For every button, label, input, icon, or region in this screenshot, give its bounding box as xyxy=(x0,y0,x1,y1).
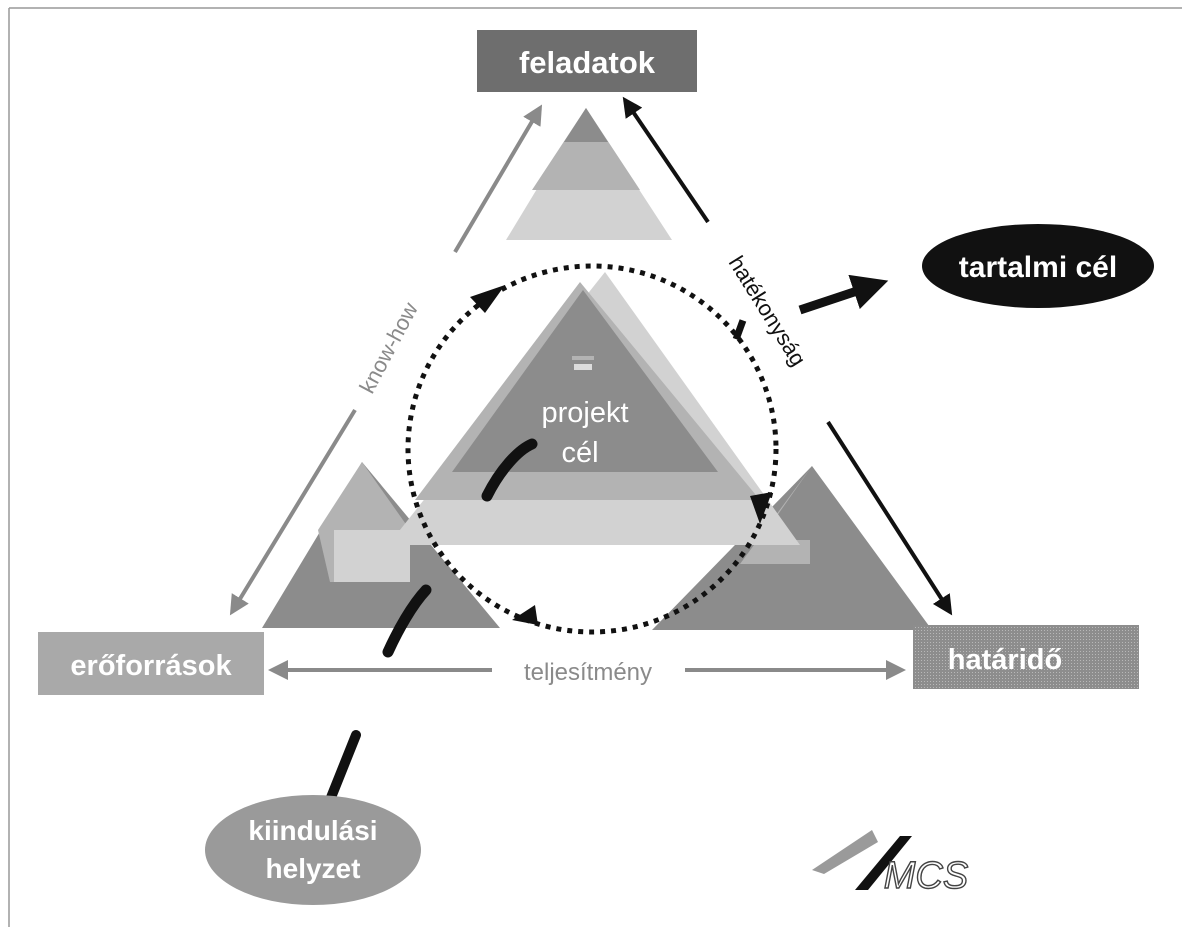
cycle-arrowhead-bottom xyxy=(512,605,538,625)
cycle-dotted-circle xyxy=(405,263,779,635)
top-triangle xyxy=(506,108,672,240)
mcs-logo-text: MCS xyxy=(884,855,968,897)
node-tartalmi-cel-ellipse xyxy=(922,224,1154,308)
node-eroforrasok-label: erőforrások xyxy=(70,650,232,682)
edge-label-hatekonysag: hatékonyság xyxy=(724,251,811,370)
node-feladatok-box xyxy=(477,30,697,92)
node-eroforrasok-box xyxy=(38,632,264,695)
node-feladatok-label: feladatok xyxy=(519,45,656,80)
arrow-to-hatarido xyxy=(826,420,953,616)
cycle-arrowhead-right xyxy=(750,492,772,524)
brush-stroke-left xyxy=(382,584,432,658)
node-kiindulasi-ellipse xyxy=(205,795,421,905)
node-kiindulasi-helyzet: kiindulási helyzet xyxy=(205,795,421,905)
brush-stroke-center xyxy=(481,438,538,502)
center-label-line2: cél xyxy=(561,437,598,469)
edge-label-teljesitmeny: teljesítmény xyxy=(524,659,652,686)
node-hatarido: határidő xyxy=(913,625,1139,689)
mcs-logo-stripe-gray xyxy=(812,830,878,874)
cycle-arrowhead-top xyxy=(470,285,505,313)
left-triangle xyxy=(262,462,500,628)
mcs-logo-stripe-black xyxy=(855,836,912,890)
arrow-to-eroforrasok xyxy=(229,408,357,616)
node-kiindulasi-line1: kiindulási xyxy=(248,815,377,846)
node-hatarido-label: határidő xyxy=(948,644,1062,676)
node-feladatok: feladatok xyxy=(477,30,697,92)
node-eroforrasok: erőforrások xyxy=(38,632,264,695)
center-label-line1: projekt xyxy=(541,397,628,429)
node-tartalmi-cel: tartalmi cél xyxy=(922,224,1154,308)
arrow-to-feladatok xyxy=(453,104,543,254)
arrow-hatekonysag-up xyxy=(622,96,710,224)
mcs-logo: MCS xyxy=(812,830,969,898)
center-triangle xyxy=(388,272,800,545)
arrow-to-tartalmi-cel xyxy=(798,274,889,315)
cycle-mark xyxy=(732,319,747,341)
node-hatarido-box xyxy=(913,625,1139,689)
edge-label-know-how: know-how xyxy=(354,298,423,397)
node-kiindulasi-line2: helyzet xyxy=(266,853,361,884)
brush-stroke-start xyxy=(325,730,361,805)
node-tartalmi-cel-label: tartalmi cél xyxy=(959,251,1117,284)
